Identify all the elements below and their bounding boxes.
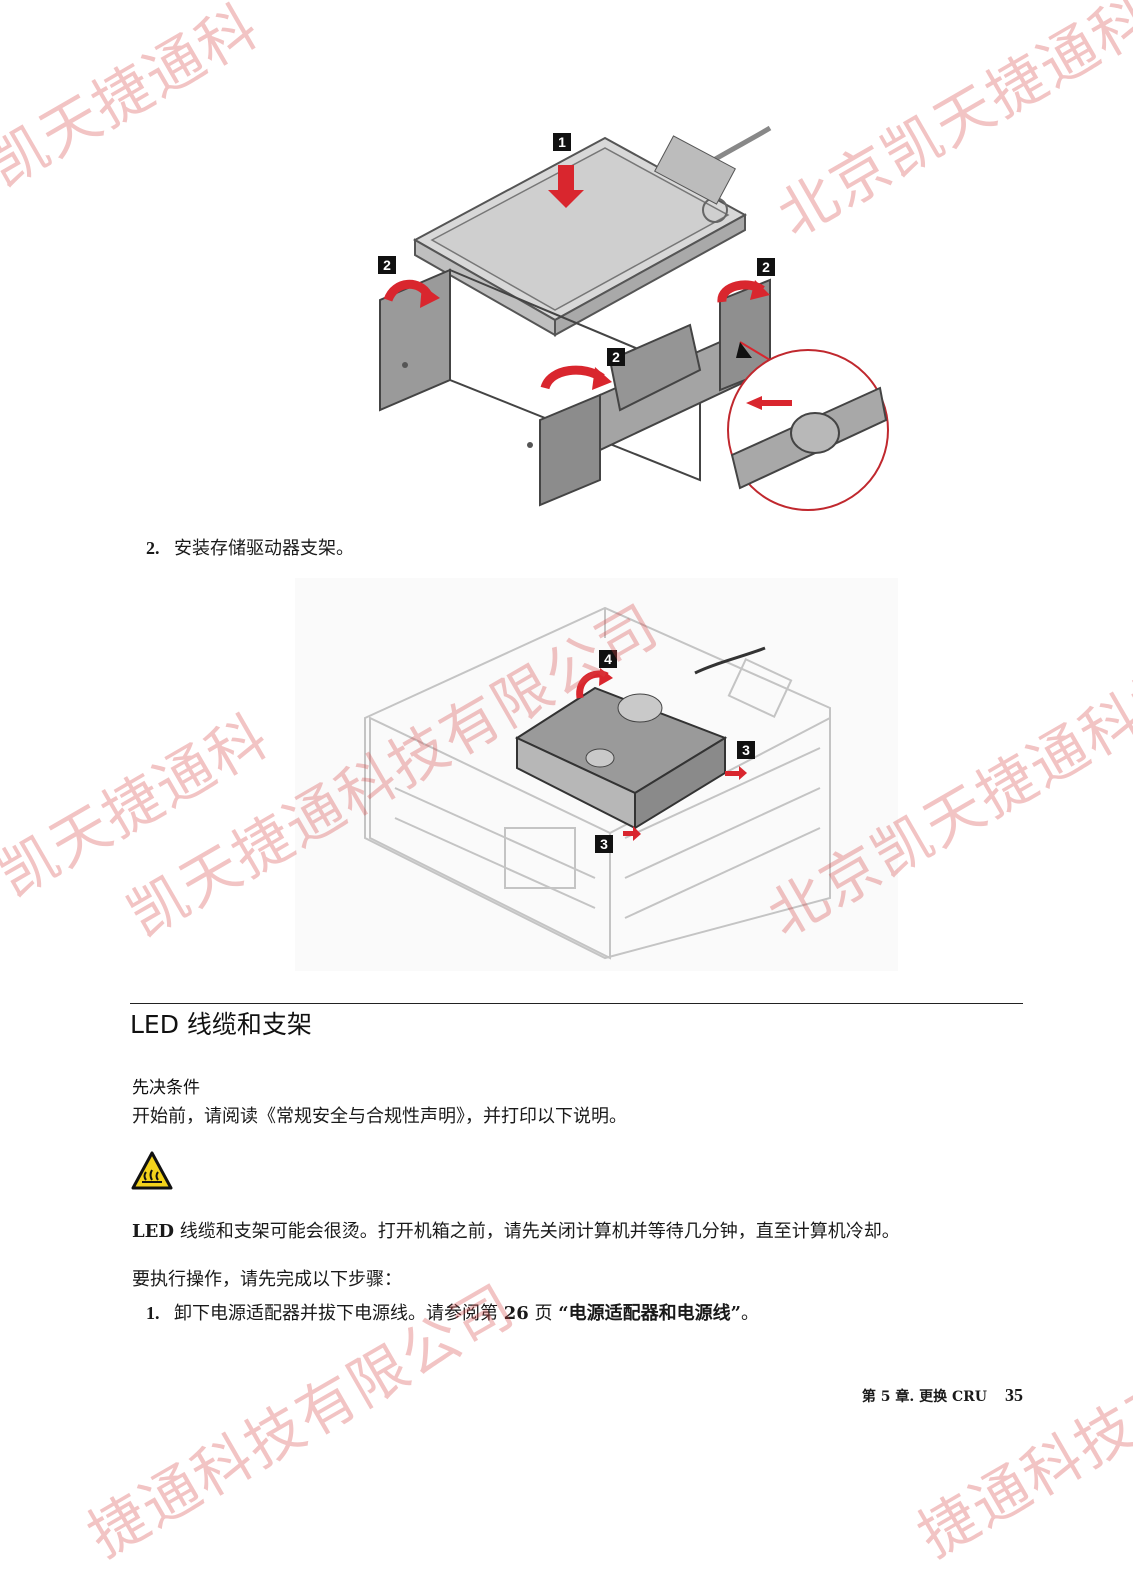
hot-surface-warning-icon — [130, 1150, 174, 1192]
chassis-illustration — [364, 606, 831, 960]
watermark: 凯天捷通科 — [0, 0, 271, 201]
watermark: 捷通科技有限 — [906, 1331, 1133, 1571]
red-arrows — [383, 165, 770, 390]
callout-1: 1 — [553, 133, 571, 151]
watermark: 凯天捷通科 — [0, 701, 281, 911]
callout-2-right: 2 — [757, 258, 775, 276]
page-number: 35 — [1005, 1385, 1023, 1405]
callout-2-left: 2 — [378, 256, 396, 274]
step-text-mid: 页 — [528, 1303, 559, 1324]
storage-bracket-in-chassis — [514, 646, 766, 830]
callout-2-center: 2 — [607, 348, 625, 366]
prerequisites-text: 开始前，请阅读《常规安全与合规性声明》，并打印以下说明。 — [132, 1106, 627, 1127]
section-divider — [130, 1003, 1023, 1004]
figure-install-drive-into-bracket: 1 2 2 2 — [370, 120, 890, 520]
figure-install-bracket-in-chassis: 4 3 3 — [295, 578, 898, 971]
step-text-end: 。 — [740, 1303, 759, 1324]
callout-3-right: 3 — [737, 741, 755, 759]
chapter-label: 第 5 章. 更换 CRU — [861, 1389, 987, 1405]
page-footer: 第 5 章. 更换 CRU 35 — [862, 1385, 1023, 1406]
hard-drive-illustration — [412, 135, 748, 337]
prerequisites-heading: 先决条件 — [132, 1078, 200, 1098]
step-text: 安装存储驱动器支架。 — [174, 538, 354, 559]
step-2: 2. 安装存储驱动器支架。 — [146, 536, 354, 561]
drive-bracket-illustration — [379, 125, 889, 511]
page-ref: 26 — [503, 1303, 529, 1324]
red-arrows — [576, 668, 747, 841]
section-title: LED 线缆和支架 — [130, 1010, 312, 1039]
cross-ref-link[interactable]: “电源适配器和电源线” — [558, 1303, 741, 1324]
warning-bold: LED — [132, 1221, 174, 1242]
step-number: 1. — [146, 1303, 160, 1323]
step-1: 1. 卸下电源适配器并拔下电源线。请参阅第 26 页 “电源适配器和电源线”。 — [146, 1301, 759, 1326]
warning-text: LED 线缆和支架可能会很烫。打开机箱之前，请先关闭计算机并等待几分钟，直至计算… — [132, 1219, 900, 1245]
callout-3-left: 3 — [595, 835, 613, 853]
storage-bracket-illustration — [379, 268, 771, 507]
step-text: 卸下电源适配器并拔下电源线。请参阅第 — [174, 1303, 504, 1324]
step-number: 2. — [146, 538, 160, 558]
warning-body: 线缆和支架可能会很烫。打开机箱之前，请先关闭计算机并等待几分钟，直至计算机冷却。 — [174, 1221, 900, 1242]
callout-4: 4 — [599, 650, 617, 668]
todo-intro: 要执行操作，请先完成以下步骤： — [132, 1269, 402, 1290]
